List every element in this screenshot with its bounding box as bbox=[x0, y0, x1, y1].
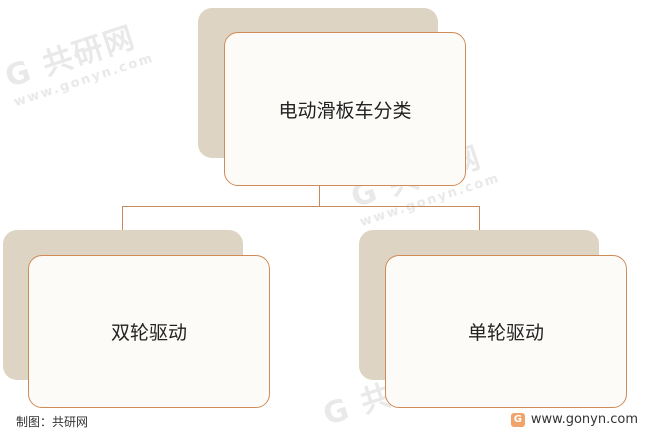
left-node-label: 双轮驱动 bbox=[110, 322, 187, 344]
left-node: 双轮驱动 bbox=[28, 255, 270, 408]
watermark-logo: G 共研网 www.gonyn.com bbox=[0, 19, 157, 111]
website-credit: G www.gonyn.com bbox=[510, 412, 638, 427]
root-node-label: 电动滑板车分类 bbox=[278, 99, 412, 122]
right-node: 单轮驱动 bbox=[385, 255, 627, 408]
gonyn-logo-icon: G bbox=[510, 412, 525, 427]
source-credit: 制图：共研网 bbox=[16, 415, 89, 429]
connector-vertical-root bbox=[319, 186, 320, 206]
root-node: 电动滑板车分类 bbox=[224, 32, 466, 186]
connector-vertical-right bbox=[479, 206, 480, 230]
connector-vertical-left bbox=[122, 206, 123, 230]
website-url: www.gonyn.com bbox=[530, 412, 638, 427]
right-node-label: 单轮驱动 bbox=[467, 322, 544, 344]
connector-horizontal bbox=[122, 206, 480, 207]
